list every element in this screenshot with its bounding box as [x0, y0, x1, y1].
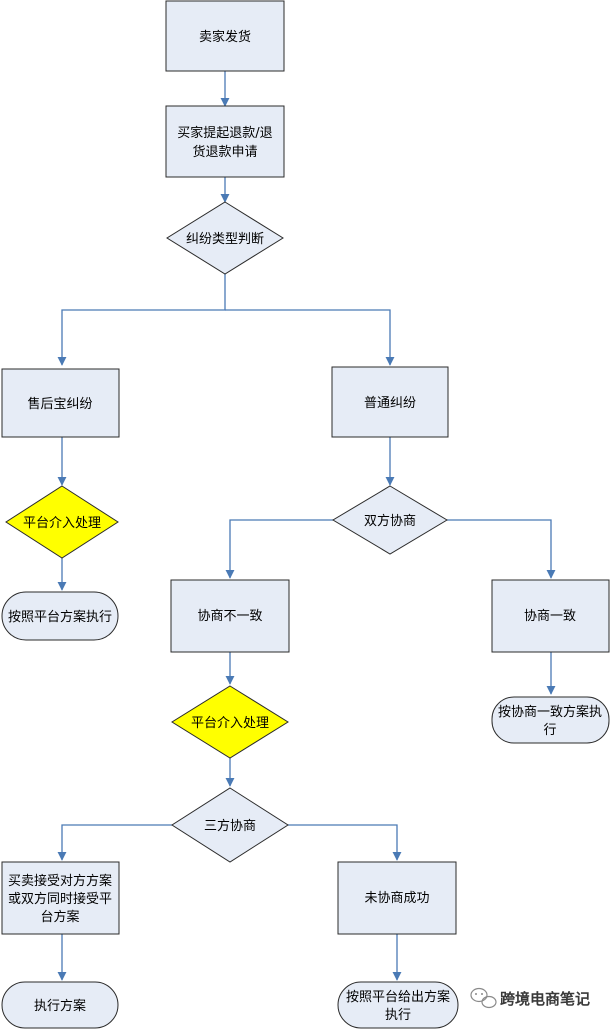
- label-platform-mid: 平台介入处理: [191, 716, 269, 731]
- process-disagree: 协商不一致: [170, 579, 290, 653]
- terminal-execute-plan: 执行方案: [1, 981, 119, 1029]
- decision-dispute-type: 纠纷类型判断: [166, 201, 284, 275]
- process-normal-dispute: 普通纠纷: [331, 366, 449, 438]
- label-disagree: 协商不一致: [197, 609, 262, 624]
- decision-platform-left: 平台介入处理: [5, 485, 119, 559]
- decision-three-party: 三方协商: [171, 787, 289, 863]
- label-accept-line3: 台方案: [40, 909, 79, 925]
- label-platform-left: 平台介入处理: [23, 516, 101, 531]
- edge-three-to-notsuccess: [288, 824, 402, 861]
- label-not-success: 未协商成功: [364, 891, 429, 906]
- process-seller-ship: 卖家发货: [165, 0, 285, 72]
- label-three-party: 三方协商: [204, 818, 256, 834]
- label-after-sales: 售后宝纠纷: [27, 396, 92, 412]
- watermark: 跨境电商笔记: [470, 987, 590, 1009]
- label-execute-platform-left: 按照平台方案执行: [8, 609, 112, 625]
- edge-type-to-aftersales: [57, 274, 226, 366]
- edge-negotiate-to-disagree: [225, 519, 333, 579]
- label-execute-plan: 执行方案: [34, 998, 86, 1014]
- connectors: [57, 71, 556, 981]
- edge-type-to-normal: [225, 309, 395, 366]
- label-execute-platform-plan-line2: 执行: [385, 1008, 411, 1023]
- process-accept: 买卖接受对方方案 或双方同时接受平 台方案: [1, 861, 120, 935]
- label-agree: 协商一致: [524, 609, 576, 624]
- watermark-text: 跨境电商笔记: [500, 990, 590, 1008]
- label-execute-agreed-line1: 按协商一致方案执: [498, 704, 602, 720]
- terminal-execute-platform-plan: 按照平台给出方案 执行: [337, 981, 459, 1029]
- process-after-sales: 售后宝纠纷: [1, 368, 120, 438]
- label-normal-dispute: 普通纠纷: [364, 396, 416, 411]
- process-not-success: 未协商成功: [337, 861, 457, 935]
- label-buyer-request-line2: 货退款申请: [192, 144, 257, 160]
- label-accept-line2: 或双方同时接受平: [8, 891, 112, 907]
- label-execute-platform-plan-line1: 按照平台给出方案: [346, 989, 450, 1005]
- edge-negotiate-to-agree: [447, 519, 556, 579]
- terminal-execute-agreed: 按协商一致方案执 行: [491, 696, 610, 744]
- label-both-negotiate: 双方协商: [364, 513, 416, 529]
- wechat-icon: [470, 987, 497, 1009]
- terminal-execute-platform-left: 按照平台方案执行: [1, 591, 119, 641]
- decision-both-negotiate: 双方协商: [332, 485, 448, 555]
- edge-three-to-accept: [57, 824, 172, 861]
- process-buyer-request: 买家提起退款/退 货退款申请: [165, 105, 285, 178]
- label-accept-line1: 买卖接受对方方案: [8, 873, 112, 889]
- decision-platform-mid: 平台介入处理: [171, 685, 289, 759]
- label-execute-agreed-line2: 行: [543, 723, 556, 738]
- label-seller-ship: 卖家发货: [199, 29, 251, 45]
- label-dispute-type: 纠纷类型判断: [186, 232, 264, 247]
- process-agree: 协商一致: [491, 579, 610, 653]
- label-buyer-request-line1: 买家提起退款/退: [177, 125, 272, 141]
